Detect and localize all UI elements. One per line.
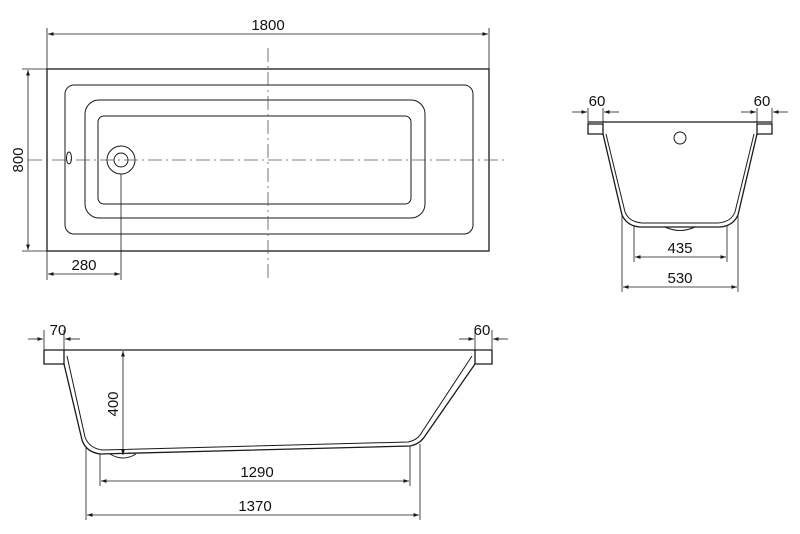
- end-overflow-icon: [673, 131, 687, 145]
- end-rim-right: [756, 123, 773, 135]
- side-rim-right: [474, 350, 493, 365]
- end-rim-left-label: 60: [589, 93, 606, 110]
- side-rim-left-label: 70: [50, 322, 67, 339]
- side-depth-label: 400: [105, 391, 122, 416]
- side-view: 70 60 400 1290 1370: [28, 322, 508, 520]
- tub-inner-rim: [64, 84, 474, 235]
- end-rim-left: [587, 123, 604, 135]
- end-bottom-inner-label: 435: [667, 240, 692, 257]
- side-rim-left: [43, 350, 65, 365]
- side-bottom-inner-label: 1290: [240, 464, 273, 481]
- end-bottom-outer-label: 530: [667, 270, 692, 287]
- dimension-width-label: 800: [10, 147, 27, 172]
- side-inner-shell: [66, 355, 473, 451]
- end-view: 60 60 435 530: [572, 93, 788, 292]
- basin-outline: [84, 99, 426, 219]
- end-rim-right-label: 60: [754, 93, 771, 110]
- side-outer-shell: [63, 363, 476, 455]
- side-rim-right-label: 60: [474, 322, 491, 339]
- dimension-length-label: 1800: [251, 17, 284, 34]
- overflow-icon: [66, 151, 72, 165]
- side-bottom-outer-label: 1370: [238, 498, 271, 515]
- dimension-drain-offset-label: 280: [71, 257, 96, 274]
- top-view: 1800 800 280: [10, 17, 505, 282]
- basin-floor: [97, 115, 412, 205]
- end-inner-shell: [605, 133, 755, 224]
- end-outer-shell: [602, 133, 758, 228]
